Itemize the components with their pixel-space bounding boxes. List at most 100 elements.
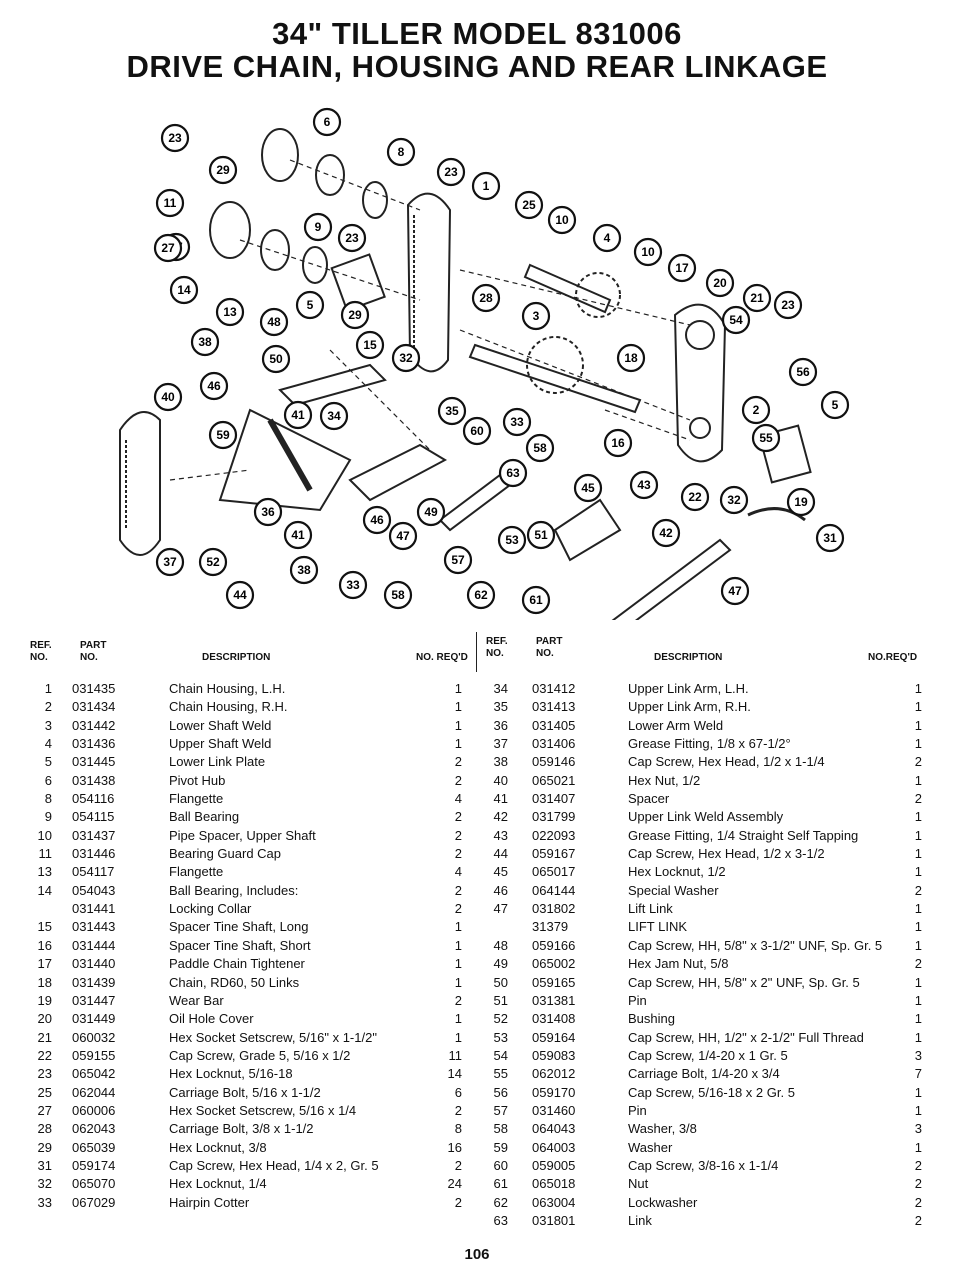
ref-cell: 28 (37, 1121, 52, 1137)
part-number-cell: 054117 (72, 864, 115, 880)
callout-label: 2 (753, 403, 760, 417)
ref-cell: 9 (44, 809, 52, 825)
ref-cell: 2 (44, 699, 52, 715)
ref-cell: 23 (37, 1066, 52, 1082)
callout-bubble: 20 (705, 268, 735, 298)
callout-bubble: 42 (651, 518, 681, 548)
ref-cell: 43 (493, 827, 508, 843)
callout-label: 19 (794, 495, 808, 509)
ref-cell: 37 (493, 736, 508, 752)
ref-cell: 63 (493, 1212, 508, 1228)
description-cell: Pin (628, 992, 647, 1008)
callout-bubble: 48 (259, 307, 289, 337)
callout-bubble: 56 (788, 357, 818, 387)
description-cell: Cap Screw, HH, 5/8" x 3-1/2" UNF, Sp. Gr… (628, 937, 883, 953)
ref-cell: 42 (493, 809, 508, 825)
header-ref: REF.NO. (30, 640, 52, 663)
callout-label: 14 (177, 283, 191, 297)
upper-link-arm-right (348, 443, 448, 502)
part-number-cell: 022093 (532, 827, 576, 843)
quantity-cell: 2 (454, 882, 462, 898)
description-cell: Upper Link Weld Assembly (628, 809, 784, 825)
ref-cell: 52 (493, 1011, 508, 1027)
part-number-cell: 059146 (532, 754, 576, 770)
part-number-cell: 059167 (532, 846, 576, 862)
callout-bubble: 10 (547, 205, 577, 235)
callout-bubble: 35 (437, 396, 467, 426)
quantity-cell: 1 (454, 681, 462, 696)
callout-bubble: 33 (338, 570, 368, 600)
part-number-cell: 031460 (532, 1102, 576, 1118)
ref-cell: 1 (44, 681, 52, 696)
quantity-cell: 7 (914, 1066, 922, 1082)
description-cell: Spacer (628, 791, 670, 807)
description-cell: Carriage Bolt, 1/4-20 x 3/4 (628, 1066, 780, 1082)
quantity-cell: 1 (454, 1029, 462, 1045)
callout-label: 43 (637, 478, 651, 492)
quantity-cell: 1 (914, 809, 922, 825)
description-cell: Hex Nut, 1/2 (628, 772, 701, 788)
ref-cell: 20 (37, 1011, 52, 1027)
quantity-cell: 3 (914, 1121, 922, 1137)
description-cell: Cap Screw, Hex Head, 1/2 x 1-1/4 (628, 754, 825, 770)
description-cell: Hex Locknut, 1/2 (628, 864, 726, 880)
part-number-cell: 054115 (72, 809, 115, 825)
quantity-cell: 2 (454, 901, 462, 917)
ref-cell: 41 (493, 791, 508, 807)
table-column-divider (476, 632, 477, 672)
callout-bubble: 49 (416, 497, 446, 527)
quantity-cell: 14 (447, 1066, 462, 1082)
quantity-cell: 2 (914, 1176, 922, 1192)
callout-label: 62 (474, 588, 488, 602)
ref-cell: 45 (493, 864, 508, 880)
description-cell: Carriage Bolt, 5/16 x 1-1/2 (169, 1084, 321, 1100)
description-cell: Hex Locknut, 1/4 (169, 1176, 267, 1192)
description-cell: Chain Housing, R.H. (169, 699, 288, 715)
description-cell: Grease Fitting, 1/8 x 67-1/2° (628, 736, 791, 752)
callout-bubble: 5 (820, 390, 850, 420)
callout-bubble: 10 (633, 237, 663, 267)
description-cell: Carriage Bolt, 3/8 x 1-1/2 (169, 1121, 314, 1137)
callout-label: 27 (161, 241, 175, 255)
ref-cell: 40 (493, 772, 508, 788)
quantity-cell: 1 (914, 772, 922, 788)
part-number-cell: 064003 (532, 1139, 576, 1155)
part-number-cell: 062044 (72, 1084, 116, 1100)
callout-label: 41 (291, 528, 305, 542)
description-cell: Nut (628, 1176, 649, 1192)
description-cell: Hairpin Cotter (169, 1194, 250, 1210)
header-ref: REF.NO. (486, 636, 508, 659)
callout-bubble: 41 (283, 400, 313, 430)
callout-bubble: 32 (391, 343, 421, 373)
callout-bubble: 1 (471, 171, 501, 201)
callout-bubble: 23 (337, 223, 367, 253)
callout-label: 11 (164, 196, 177, 210)
ref-cell: 62 (493, 1194, 508, 1210)
quantity-cell: 1 (914, 1084, 922, 1100)
callout-label: 23 (444, 165, 458, 179)
callout-label: 36 (261, 505, 275, 519)
part-number-cell: 065018 (532, 1176, 576, 1192)
callout-bubble: 44 (225, 580, 255, 610)
part-number-cell: 054043 (72, 882, 116, 898)
part-number-cell: 065002 (532, 956, 576, 972)
callout-bubble: 58 (525, 433, 555, 463)
description-cell: Ball Bearing (169, 809, 240, 825)
part-number-cell: 031434 (72, 699, 116, 715)
quantity-cell: 8 (454, 1121, 462, 1137)
